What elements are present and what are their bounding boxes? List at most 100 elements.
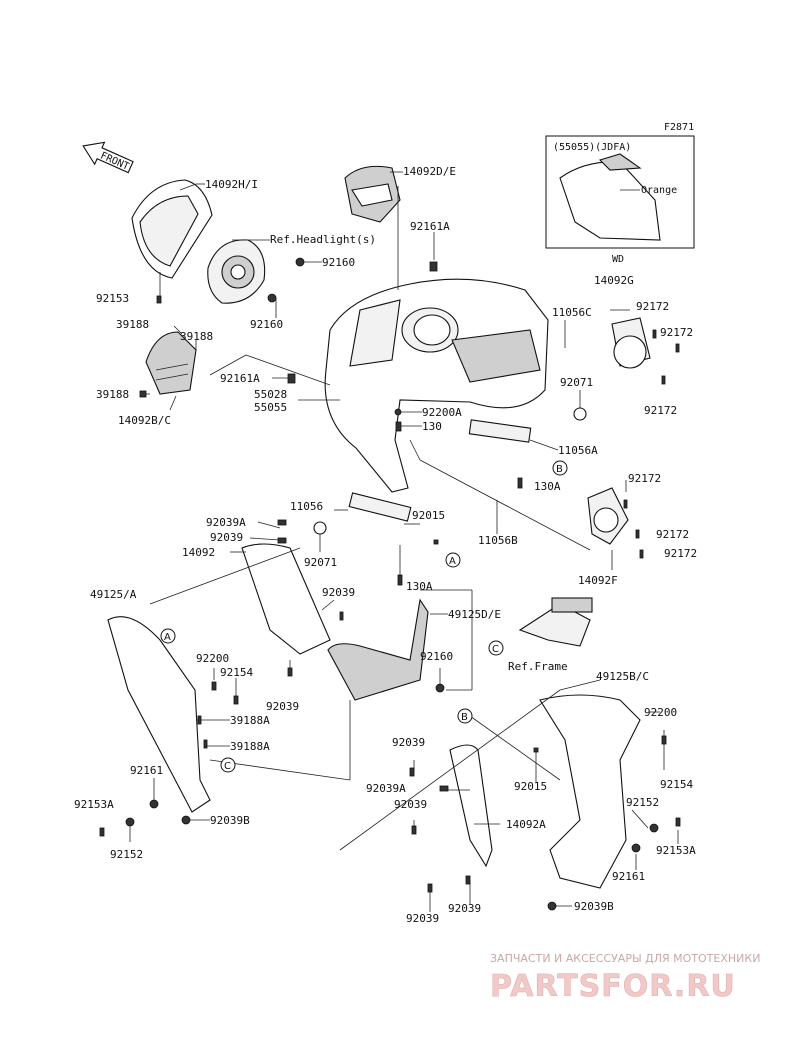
label-92172-a: 92172 (636, 300, 669, 313)
svg-text:C: C (224, 761, 231, 772)
label-92039a-a: 92039A (206, 516, 246, 529)
inset-caption: WD (612, 254, 624, 265)
label-130a-b: 130A (406, 580, 433, 593)
inset-color-label: Orange (641, 185, 677, 196)
label-92071-b: 92071 (304, 556, 337, 569)
callout-c-2: C (220, 757, 236, 773)
label-130a-a: 130A (534, 480, 561, 493)
inset-cowl-part (559, 161, 661, 241)
label-92039a-b: 92039A (366, 782, 406, 795)
label-92154-b: 92154 (660, 778, 693, 791)
label-92172-e: 92172 (656, 528, 689, 541)
svg-text:A: A (164, 632, 171, 643)
label-39188-a: 39188 (116, 318, 149, 331)
label-92153a-a: 92153A (74, 798, 114, 811)
cover-14092f-part (587, 487, 629, 545)
vent-part (145, 331, 197, 395)
svg-text:B: B (556, 464, 563, 475)
label-92039b-b: 92039B (574, 900, 614, 913)
label-92160-a: 92160 (322, 256, 355, 269)
label-92161-a: 92161 (130, 764, 163, 777)
callout-b-1: B (552, 460, 568, 476)
label-39188a-b: 39188A (230, 740, 270, 753)
label-14092hi: 14092H/I (205, 178, 258, 191)
label-92161a-mid: 92161A (220, 372, 260, 385)
label-130: 130 (422, 420, 442, 433)
label-11056c: 11056C (552, 306, 592, 319)
label-92160-b: 92160 (250, 318, 283, 331)
label-ref-frame: Ref.Frame (508, 660, 568, 673)
label-92153a-b: 92153A (656, 844, 696, 857)
label-49125de: 49125D/E (448, 608, 501, 621)
label-92015-b: 92015 (514, 780, 547, 793)
label-92039-f: 92039 (406, 912, 439, 925)
label-92039b-a: 92039B (210, 814, 250, 827)
label-92160-c: 92160 (420, 650, 453, 663)
leader-lines (129, 171, 679, 912)
inner-panel-14092 (241, 543, 331, 655)
watermark-brand: PARTSFOR.RU (490, 969, 736, 1004)
label-92161-b: 92161 (612, 870, 645, 883)
label-92161a-top: 92161A (410, 220, 450, 233)
label-14092a: 14092A (506, 818, 546, 831)
label-92153: 92153 (96, 292, 129, 305)
label-14092f: 14092F (578, 574, 618, 587)
callout-a-2: A (160, 628, 176, 644)
label-14092g: 14092G (594, 274, 634, 287)
bracket-11056 (348, 492, 412, 522)
label-92172-d: 92172 (628, 472, 661, 485)
frame-bracket-part (518, 597, 593, 647)
side-cowl-left-part (107, 616, 211, 813)
label-92200-b: 92200 (644, 706, 677, 719)
mirror-cover-part (344, 165, 401, 223)
label-92039-c: 92039 (266, 700, 299, 713)
label-92039-e: 92039 (394, 798, 427, 811)
label-92172-c: 92172 (644, 404, 677, 417)
front-arrow-icon: FRONT (82, 141, 134, 174)
watermark-tagline: ЗАПЧАСТИ И АКСЕССУАРЫ ДЛЯ МОТОТЕХНИКИ (490, 952, 760, 965)
inner-panel-14092a (449, 744, 493, 868)
bolt-icon (99, 257, 681, 911)
svg-text:A: A (449, 556, 456, 567)
label-92200a: 92200A (422, 406, 462, 419)
callout-a-1: A (445, 552, 461, 568)
label-92152-a: 92152 (626, 796, 659, 809)
label-92039-a: 92039 (210, 531, 243, 544)
label-92015-a: 92015 (412, 509, 445, 522)
label-49125a: 49125/A (90, 588, 137, 601)
label-14092de: 14092D/E (403, 165, 456, 178)
watermark: ЗАПЧАСТИ И АКСЕССУАРЫ ДЛЯ МОТОТЕХНИКИ PA… (490, 952, 761, 1004)
label-11056a: 11056A (558, 444, 598, 457)
inset-title: (55055)(JDFA) (553, 142, 631, 153)
label-92071-a: 92071 (560, 376, 593, 389)
label-39188a-a: 39188A (230, 714, 270, 727)
label-49125bc: 49125B/C (596, 670, 649, 683)
upper-cowl-part (324, 278, 549, 493)
label-92152-b: 92152 (110, 848, 143, 861)
label-14092: 14092 (182, 546, 215, 559)
label-55028: 55028 (254, 388, 287, 401)
label-11056b: 11056B (478, 534, 518, 547)
label-92154-a: 92154 (220, 666, 253, 679)
label-14092bc: 14092B/C (118, 414, 171, 427)
label-55055: 55055 (254, 401, 287, 414)
label-92039-g: 92039 (448, 902, 481, 915)
cover-14092g-part (611, 317, 651, 369)
label-ref-headlight: Ref.Headlight(s) (270, 233, 376, 246)
headlight-housing-part (207, 239, 266, 304)
label-92039-d: 92039 (392, 736, 425, 749)
label-39188-c: 39188 (96, 388, 129, 401)
part-labels: 14092H/I 14092D/E Ref.Headlight(s) 92161… (74, 165, 697, 925)
bracket-11056a (468, 419, 532, 443)
inset-cowl-edge (598, 153, 642, 171)
variant-inset: (55055)(JDFA) Orange WD (545, 135, 695, 265)
figure-code: F2871 (664, 122, 694, 133)
label-11056: 11056 (290, 500, 323, 513)
callout-c-1: C (488, 640, 504, 656)
label-92172-b: 92172 (660, 326, 693, 339)
label-92172-f: 92172 (664, 547, 697, 560)
lower-cowl-center-part (327, 598, 429, 701)
headlight-cover-part (131, 179, 213, 296)
side-cowl-right-part (539, 694, 641, 889)
